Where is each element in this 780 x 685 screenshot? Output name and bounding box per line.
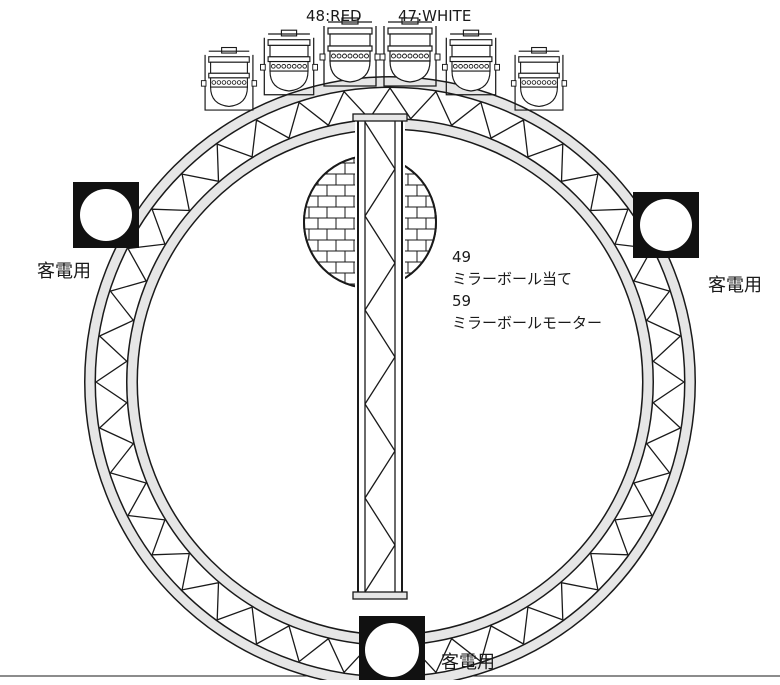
fixture-3 xyxy=(319,17,381,87)
note-mirror-ball-motor: ミラーボールモーター xyxy=(452,314,602,332)
note-channel-59: 59 xyxy=(452,292,471,310)
fixture-4 xyxy=(379,17,441,87)
fixture-label-white: 47:WHITE xyxy=(398,7,471,25)
outlet-right xyxy=(633,192,699,258)
outlet-label-right: 客電用 xyxy=(708,275,762,296)
note-channel-49: 49 xyxy=(452,248,471,266)
note-mirror-ball-light: ミラーボール当て xyxy=(452,270,572,288)
outlet-label-left: 客電用 xyxy=(37,261,91,282)
fixture-label-red: 48:RED xyxy=(306,7,362,25)
outlet-label-bottom: 客電用 xyxy=(441,652,495,673)
truss-lacing xyxy=(95,87,685,677)
fixture-5 xyxy=(442,29,500,96)
fixture-2 xyxy=(260,29,318,96)
fixture-row xyxy=(200,17,568,111)
outlet-left xyxy=(73,182,139,248)
outlet-bottom xyxy=(359,616,425,680)
fixture-6 xyxy=(510,46,568,111)
fixture-1 xyxy=(200,46,258,111)
vertical-truss-tower xyxy=(352,113,408,600)
